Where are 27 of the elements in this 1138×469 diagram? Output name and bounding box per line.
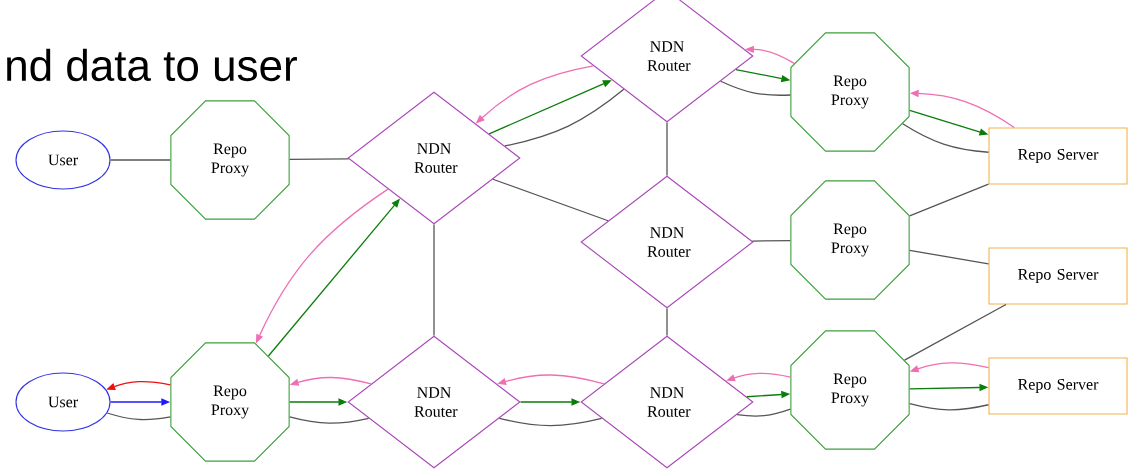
title: nd data to user (7, 48, 297, 82)
connector-line (492, 178, 609, 222)
proxy-octagon: Repo Proxy (790, 32, 910, 152)
connector-line (909, 403, 990, 411)
connector-line (109, 159, 171, 161)
connector-line (720, 80, 791, 96)
server-box: Repo Server (988, 127, 1128, 185)
proxy-octagon: Repo Proxy (790, 330, 910, 450)
connector-line (289, 416, 370, 424)
connector-line (666, 121, 668, 177)
connector-line (498, 417, 603, 427)
connector-line (751, 240, 791, 242)
connector-line (666, 307, 668, 337)
server-box: Repo Server (988, 357, 1128, 415)
connector-line (903, 303, 1007, 361)
connector-line (106, 412, 171, 421)
connector-line (504, 88, 625, 147)
connector-line (909, 249, 990, 265)
server-box: Repo Server (988, 247, 1128, 305)
connector-line (289, 158, 350, 161)
proxy-octagon: Repo Proxy (170, 100, 290, 220)
proxy-octagon: Repo Proxy (170, 342, 290, 462)
connector-line (736, 408, 791, 417)
connector-line (433, 223, 435, 337)
connector-line (909, 183, 990, 217)
proxy-octagon: Repo Proxy (790, 180, 910, 300)
connector-line (902, 123, 990, 153)
